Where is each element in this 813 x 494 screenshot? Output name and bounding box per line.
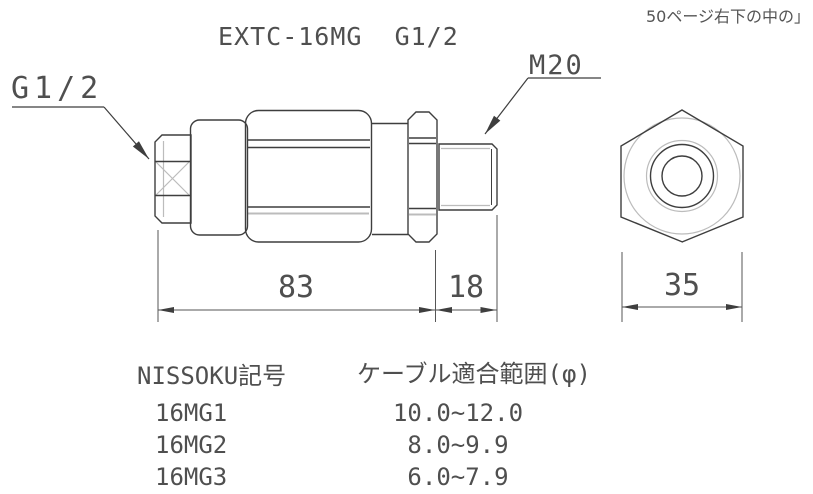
table-cell-range: 6.0~7.9 — [407, 463, 509, 491]
thread-circle — [649, 143, 715, 209]
table-cell-code: 16MG1 — [155, 399, 228, 427]
thread-label-m20: M20 — [529, 50, 584, 81]
hexagon-outline — [620, 109, 744, 243]
collar-outline — [189, 119, 249, 236]
bore-circle — [661, 155, 703, 197]
thread-label-g12: G1/2 — [11, 71, 104, 106]
g12-leader — [103, 106, 150, 160]
side-view — [154, 109, 498, 243]
end-view — [620, 109, 744, 243]
page-note: 50ページ右下の中の」 — [645, 7, 810, 26]
dimension-lines — [157, 215, 743, 322]
table-header-code: NISSOKU記号 — [137, 362, 287, 390]
x-box — [155, 160, 190, 197]
table-cell-code: 16MG2 — [155, 431, 228, 459]
m20-leader — [484, 77, 529, 135]
dim-label-hex-width: 35 — [663, 268, 701, 303]
light-detail-lines — [155, 117, 741, 235]
nut-hex-flats — [409, 137, 436, 210]
neck-lines — [372, 122, 408, 236]
drawing-title: EXTC-16MG G1/2 — [218, 22, 459, 51]
table-cell-range: 8.0~9.9 — [407, 431, 509, 459]
table-header-range: ケーブル適合範囲(φ) — [357, 360, 591, 388]
main-body-hex-flats — [247, 139, 370, 208]
leader-lines — [12, 77, 601, 160]
m20-stub-outline — [438, 143, 498, 211]
table-cell-range: 10.0~12.0 — [392, 399, 524, 427]
main-body-outline — [244, 109, 373, 243]
table-cell-code: 16MG3 — [155, 463, 228, 491]
dim-label-body-length: 83 — [277, 270, 315, 305]
nut-outline — [407, 111, 438, 243]
dim-label-thread-length: 18 — [447, 270, 485, 305]
